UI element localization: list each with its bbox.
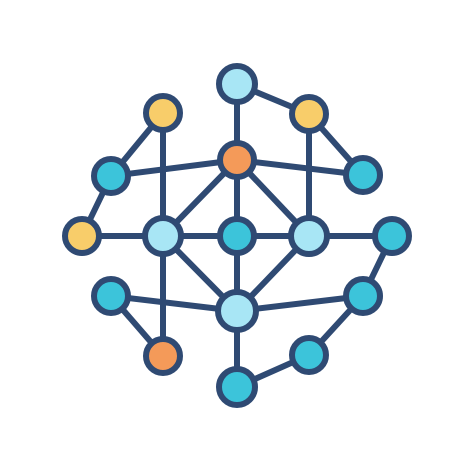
edge-hub-orange-to-right-teal: [234, 157, 366, 178]
edge-left-teal-to-hub-orange: [108, 157, 240, 179]
node-left-teal: [91, 156, 131, 196]
node-upper-right-yellow: [289, 94, 329, 134]
node-bottom-center-teal: [216, 366, 258, 408]
node-center-teal: [217, 216, 257, 256]
node-mid-left-light: [142, 215, 184, 257]
node-lower-left-teal: [91, 276, 131, 316]
node-bottom-right-teal: [289, 335, 329, 375]
node-right-teal: [343, 155, 383, 195]
node-lower-center-light: [215, 289, 259, 333]
node-top-center: [216, 63, 258, 105]
node-bottom-left-orange: [143, 336, 183, 376]
node-far-left-yellow: [62, 216, 102, 256]
node-hub-orange: [217, 140, 257, 180]
node-lower-right-teal: [343, 276, 383, 316]
node-mid-right-light: [288, 215, 330, 257]
node-upper-left-yellow: [143, 93, 183, 133]
node-far-right-teal: [372, 216, 412, 256]
nodes-layer: [62, 63, 412, 408]
